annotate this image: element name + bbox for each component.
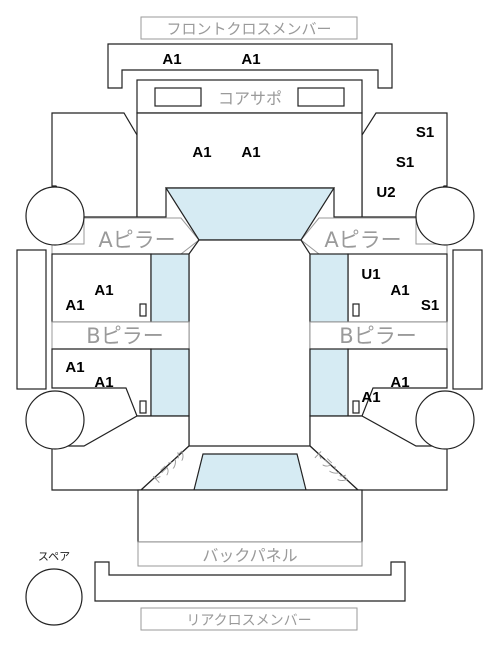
right-front-door[interactable] (347, 253, 448, 323)
left-front-window[interactable] (150, 253, 190, 323)
left-rear-door-mark-1: A1 (65, 359, 84, 376)
front-cross-member[interactable]: フロントクロスメンバー (140, 16, 358, 40)
right-fender-mark-2: S1 (396, 154, 414, 171)
right-rear-door-mark-2: A1 (361, 389, 380, 406)
right-b-pillar-label: Bピラー (339, 324, 416, 348)
back-panel-label: バックパネル (202, 546, 297, 565)
core-support[interactable]: コアサポ (136, 79, 363, 114)
right-mirror[interactable] (452, 249, 483, 390)
right-b-pillar[interactable]: Bピラー (309, 321, 448, 350)
spare-label: スペア (38, 550, 70, 563)
left-mirror[interactable] (16, 249, 47, 390)
right-rear-handle[interactable] (352, 400, 360, 414)
rear-body[interactable] (137, 489, 363, 543)
left-a-pillar[interactable]: Aピラー (51, 217, 200, 255)
left-rear-quarter[interactable] (51, 415, 190, 491)
rear-cross-member[interactable]: リアクロスメンバー (140, 607, 358, 631)
right-front-door-mark-2: A1 (390, 282, 409, 299)
left-b-pillar[interactable]: Bピラー (51, 321, 190, 350)
right-a-pillar-label: Aピラー (324, 228, 401, 252)
roof[interactable] (188, 239, 311, 455)
rear-cross-member-label: リアクロスメンバー (186, 613, 311, 629)
front-right-wheel[interactable] (415, 186, 475, 246)
left-rear-door-mark-2: A1 (94, 374, 113, 391)
left-rear-handle[interactable] (139, 400, 147, 414)
right-rear-window[interactable] (309, 348, 349, 417)
right-fender-mark-1: S1 (416, 124, 434, 141)
core-support-label: コアサポ (218, 89, 282, 108)
front-cross-member-label: フロントクロスメンバー (166, 20, 331, 38)
rear-window[interactable] (193, 453, 307, 491)
right-front-door-mark-1: U1 (361, 266, 380, 283)
hood-mark-1: A1 (192, 144, 211, 161)
left-a-pillar-label: Aピラー (98, 228, 175, 252)
right-a-pillar[interactable]: Aピラー (300, 217, 448, 255)
rear-left-wheel[interactable] (25, 390, 85, 450)
front-left-wheel[interactable] (25, 186, 85, 246)
front-bumper-mark-1: A1 (162, 51, 181, 68)
left-b-pillar-label: Bピラー (86, 324, 163, 348)
back-panel[interactable]: バックパネル (137, 541, 363, 567)
rear-bumper[interactable] (94, 561, 406, 602)
spare-tire[interactable]: スペア (25, 550, 83, 626)
left-front-handle[interactable] (139, 303, 147, 317)
right-fender-mark-3: U2 (376, 184, 395, 201)
left-front-fender[interactable] (51, 112, 138, 218)
front-bumper[interactable] (107, 43, 393, 89)
right-front-window[interactable] (309, 253, 349, 323)
left-rear-window[interactable] (150, 348, 190, 417)
left-front-door[interactable] (51, 253, 152, 323)
right-front-door-mark-3: S1 (421, 297, 439, 314)
left-front-door-mark-2: A1 (65, 297, 84, 314)
hood-mark-2: A1 (241, 144, 260, 161)
front-bumper-mark-2: A1 (241, 51, 260, 68)
rear-right-wheel[interactable] (415, 390, 475, 450)
left-front-door-mark-1: A1 (94, 282, 113, 299)
right-rear-door-mark-1: A1 (390, 374, 409, 391)
right-front-handle[interactable] (352, 303, 360, 317)
